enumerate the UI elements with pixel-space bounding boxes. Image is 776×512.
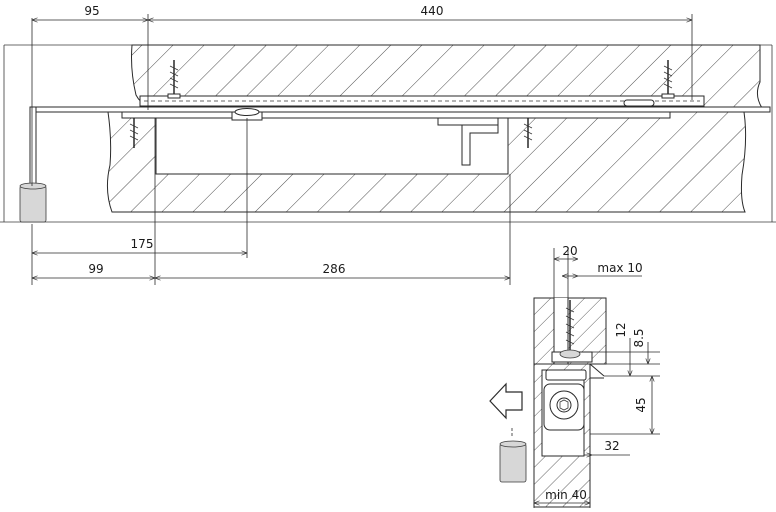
left-arrow-icon bbox=[489, 382, 523, 420]
dim-label-8-5: 8.5 bbox=[632, 328, 646, 347]
section-closer-top bbox=[545, 369, 587, 381]
dim-label-286: 286 bbox=[323, 262, 346, 276]
section-bevel bbox=[589, 363, 605, 377]
floor-stop-top bbox=[19, 182, 47, 190]
wood-screw-icon bbox=[129, 118, 139, 148]
dim-label-99: 99 bbox=[88, 262, 103, 276]
wood-screw-icon bbox=[661, 60, 675, 99]
dim-label-45: 45 bbox=[634, 397, 648, 412]
dim-label-95: 95 bbox=[84, 4, 99, 18]
cross-section-view: 20 max 10 12 8.5 45 32 min 40 bbox=[489, 244, 660, 508]
section-spindle-hex bbox=[559, 399, 569, 411]
dim-label-440: 440 bbox=[421, 4, 444, 18]
closer-body-profile bbox=[461, 125, 499, 166]
dim-label-min40: min 40 bbox=[545, 488, 587, 502]
dim-label-32: 32 bbox=[604, 439, 619, 453]
dim-label-20: 20 bbox=[562, 244, 577, 258]
dim-label-12: 12 bbox=[614, 322, 628, 337]
floor-stop bbox=[19, 185, 47, 223]
header-plate bbox=[29, 106, 771, 113]
section-roller-cap bbox=[559, 349, 581, 359]
closer-bracket bbox=[437, 117, 499, 126]
section-floor-stop-top bbox=[499, 440, 527, 448]
leaf-recess bbox=[155, 117, 509, 175]
dim-label-175: 175 bbox=[131, 237, 154, 251]
dim-label-max10: max 10 bbox=[597, 261, 642, 275]
section-floor-stop bbox=[499, 443, 527, 483]
hinge-side-jamb bbox=[29, 106, 37, 190]
wood-screw-icon bbox=[167, 60, 181, 99]
pivot-roller bbox=[234, 108, 260, 116]
wood-screw-icon bbox=[523, 118, 533, 148]
guide-rail bbox=[139, 95, 705, 107]
closer-base-plate bbox=[121, 111, 671, 119]
section-frame-gap bbox=[554, 298, 568, 364]
main-elevation-view: 95 440 175 99 286 bbox=[0, 4, 776, 285]
slider-block bbox=[623, 99, 655, 107]
wood-screw-icon bbox=[565, 300, 575, 352]
